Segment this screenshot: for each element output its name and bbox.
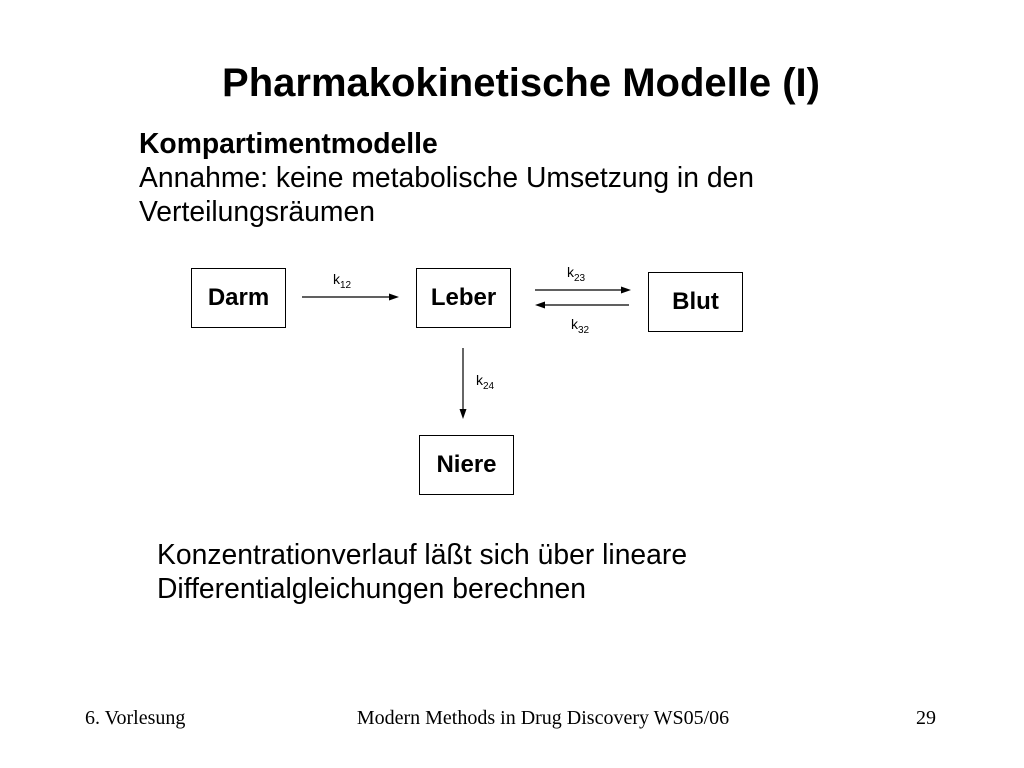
slide-title: Pharmakokinetische Modelle (I) [222, 61, 820, 105]
rate-symbol: k [571, 316, 578, 332]
page-number: 29 [916, 707, 936, 729]
rate-subscript: 23 [574, 273, 586, 284]
conclusion-text: Konzentrationverlauf läßt sich über line… [157, 537, 687, 605]
compartment-label: Blut [672, 288, 719, 315]
rate-subscript: 24 [483, 381, 495, 392]
rate-constant-k23: k23 [567, 264, 586, 284]
conclusion-line: Konzentrationverlauf läßt sich über line… [157, 538, 688, 570]
arrow-layer [302, 286, 631, 419]
rate-subscript: 32 [578, 325, 590, 336]
compartment-blut: Blut [648, 272, 743, 332]
rate-symbol: k [333, 271, 340, 287]
intro-line: Annahme: keine metabolische Umsetzung in… [139, 161, 755, 193]
arrow-leber-to-niere [459, 348, 467, 419]
arrow-blut-to-leber [535, 301, 629, 309]
compartment-darm: Darm [191, 268, 286, 328]
arrow-leber-to-blut [535, 286, 631, 294]
section-heading: Kompartimentmodelle [139, 127, 438, 159]
conclusion-line: Differentialgleichungen berechnen [157, 572, 586, 604]
rate-subscript: 12 [340, 280, 352, 291]
intro-text: Kompartimentmodelle Annahme: keine metab… [139, 126, 754, 228]
compartment-label: Darm [207, 284, 270, 311]
rate-constant-k32: k32 [571, 316, 590, 336]
arrowhead [459, 409, 467, 419]
intro-line: Verteilungsräumen [139, 195, 375, 227]
compartment-leber: Leber [416, 268, 511, 328]
compartment-diagram: Darm Leber Blut Niere k12 k23 k32 k24 [180, 255, 760, 505]
rate-symbol: k [567, 264, 574, 280]
arrowhead [389, 293, 399, 301]
arrow-darm-to-leber [302, 293, 399, 301]
rate-constant-k24: k24 [476, 372, 495, 392]
compartment-niere: Niere [419, 435, 514, 495]
arrowhead [621, 286, 631, 294]
arrowhead [535, 301, 545, 309]
rate-symbol: k [476, 372, 483, 388]
rate-constant-k12: k12 [333, 271, 352, 291]
footer-course-title: Modern Methods in Drug Discovery WS05/06 [356, 707, 730, 729]
compartment-label: Leber [430, 284, 497, 311]
footer-lecture: 6. Vorlesung [85, 707, 186, 729]
compartment-label: Niere [436, 451, 497, 478]
